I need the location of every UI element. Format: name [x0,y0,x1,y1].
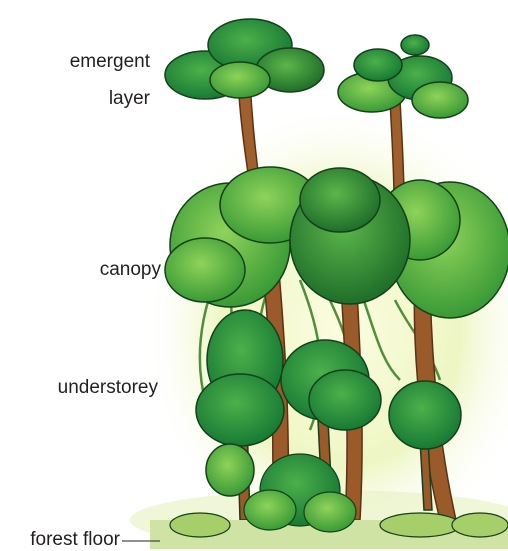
understorey-label: understorey [58,376,158,399]
emergent-tree-right [338,35,468,118]
canopy-trees [165,167,508,318]
emergent-layer-label-line2: layer [109,87,150,110]
canopy-label: canopy [100,258,161,281]
forest-floor-label: forest floor [30,528,120,551]
emergent-layer-label-line1: emergent [70,50,150,73]
emergent-tree-left [165,19,324,99]
